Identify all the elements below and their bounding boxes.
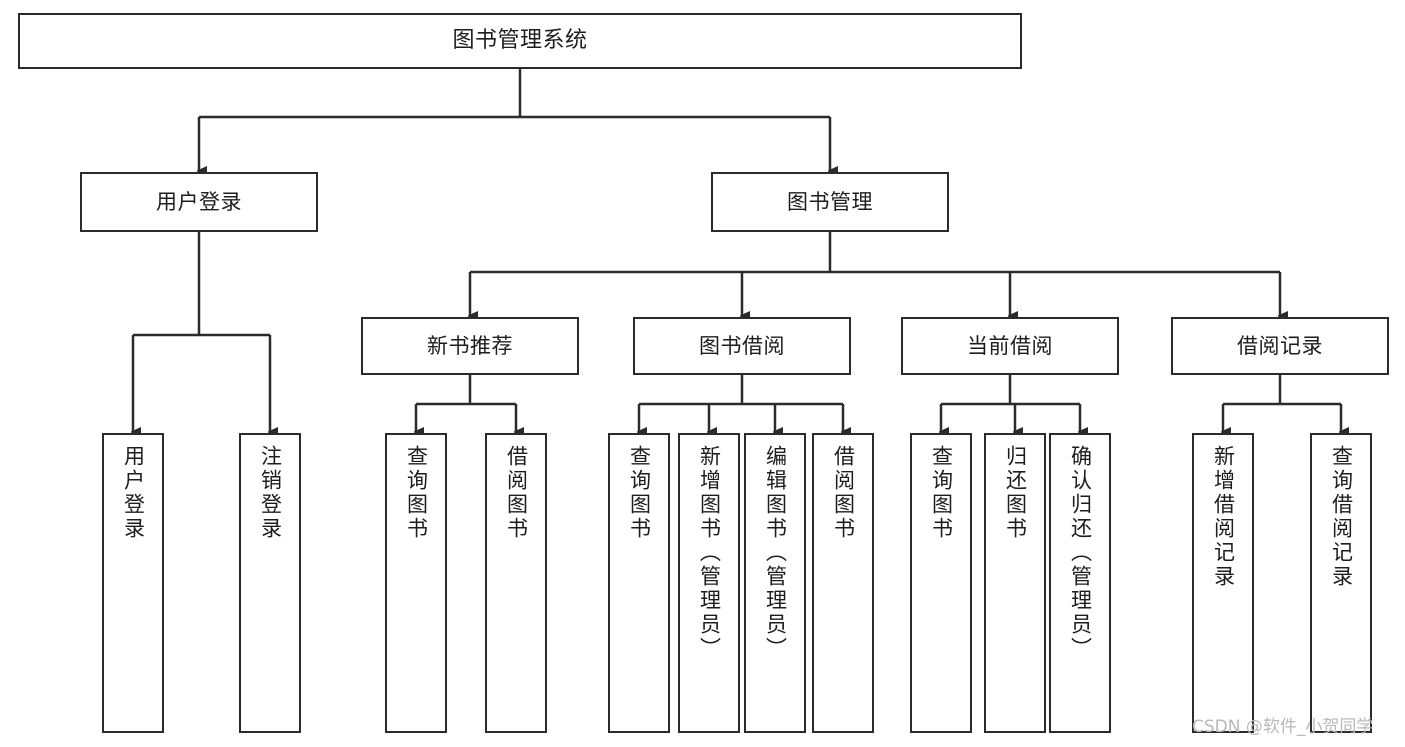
node-label: 借阅图书 — [831, 445, 856, 541]
node-newbook[interactable]: 新书推荐 — [361, 317, 579, 375]
node-label: 新增图书（管理员） — [697, 445, 722, 661]
node-label: 归还图书 — [1003, 445, 1028, 541]
node-label: 查询借阅记录 — [1329, 445, 1354, 589]
node-borrow[interactable]: 图书借阅 — [633, 317, 851, 375]
node-label: 图书管理系统 — [452, 28, 588, 54]
node-leaf-query-book-2[interactable]: 查询图书 — [608, 433, 670, 733]
edges-group — [133, 69, 1341, 432]
node-label: 借阅记录 — [1237, 333, 1323, 358]
node-root[interactable]: 图书管理系统 — [18, 13, 1022, 69]
node-label: 用户登录 — [121, 445, 146, 541]
node-login[interactable]: 用户登录 — [80, 172, 318, 232]
csdn-watermark: CSDN @软件_小贺同学 — [1192, 717, 1374, 737]
node-leaf-add-book[interactable]: 新增图书（管理员） — [678, 433, 740, 733]
node-current[interactable]: 当前借阅 — [901, 317, 1119, 375]
node-leaf-user-login[interactable]: 用户登录 — [102, 433, 164, 733]
node-label: 查询图书 — [404, 445, 429, 541]
node-leaf-query-book-1[interactable]: 查询图书 — [385, 433, 447, 733]
node-leaf-user-logout[interactable]: 注销登录 — [239, 433, 301, 733]
node-label: 查询图书 — [929, 445, 954, 541]
node-label: 当前借阅 — [967, 333, 1053, 358]
node-label: 确认归还（管理员） — [1068, 445, 1093, 661]
node-label: 图书借阅 — [699, 333, 785, 358]
node-records[interactable]: 借阅记录 — [1171, 317, 1389, 375]
node-leaf-borrow-book-2[interactable]: 借阅图书 — [812, 433, 874, 733]
node-label: 查询图书 — [627, 445, 652, 541]
node-leaf-borrow-book-1[interactable]: 借阅图书 — [485, 433, 547, 733]
node-label: 编辑图书（管理员） — [763, 445, 788, 661]
node-label: 借阅图书 — [504, 445, 529, 541]
node-label: 用户登录 — [156, 189, 242, 214]
node-label: 新书推荐 — [427, 333, 513, 358]
node-leaf-query-book-3[interactable]: 查询图书 — [910, 433, 972, 733]
node-leaf-query-record[interactable]: 查询借阅记录 — [1310, 433, 1372, 733]
node-bookmgmt[interactable]: 图书管理 — [711, 172, 949, 232]
node-leaf-return-book[interactable]: 归还图书 — [984, 433, 1046, 733]
node-leaf-edit-book[interactable]: 编辑图书（管理员） — [744, 433, 806, 733]
node-label: 图书管理 — [787, 189, 873, 214]
node-leaf-confirm-return[interactable]: 确认归还（管理员） — [1049, 433, 1111, 733]
node-leaf-add-record[interactable]: 新增借阅记录 — [1192, 433, 1254, 733]
node-label: 注销登录 — [258, 445, 283, 541]
node-label: 新增借阅记录 — [1211, 445, 1236, 589]
